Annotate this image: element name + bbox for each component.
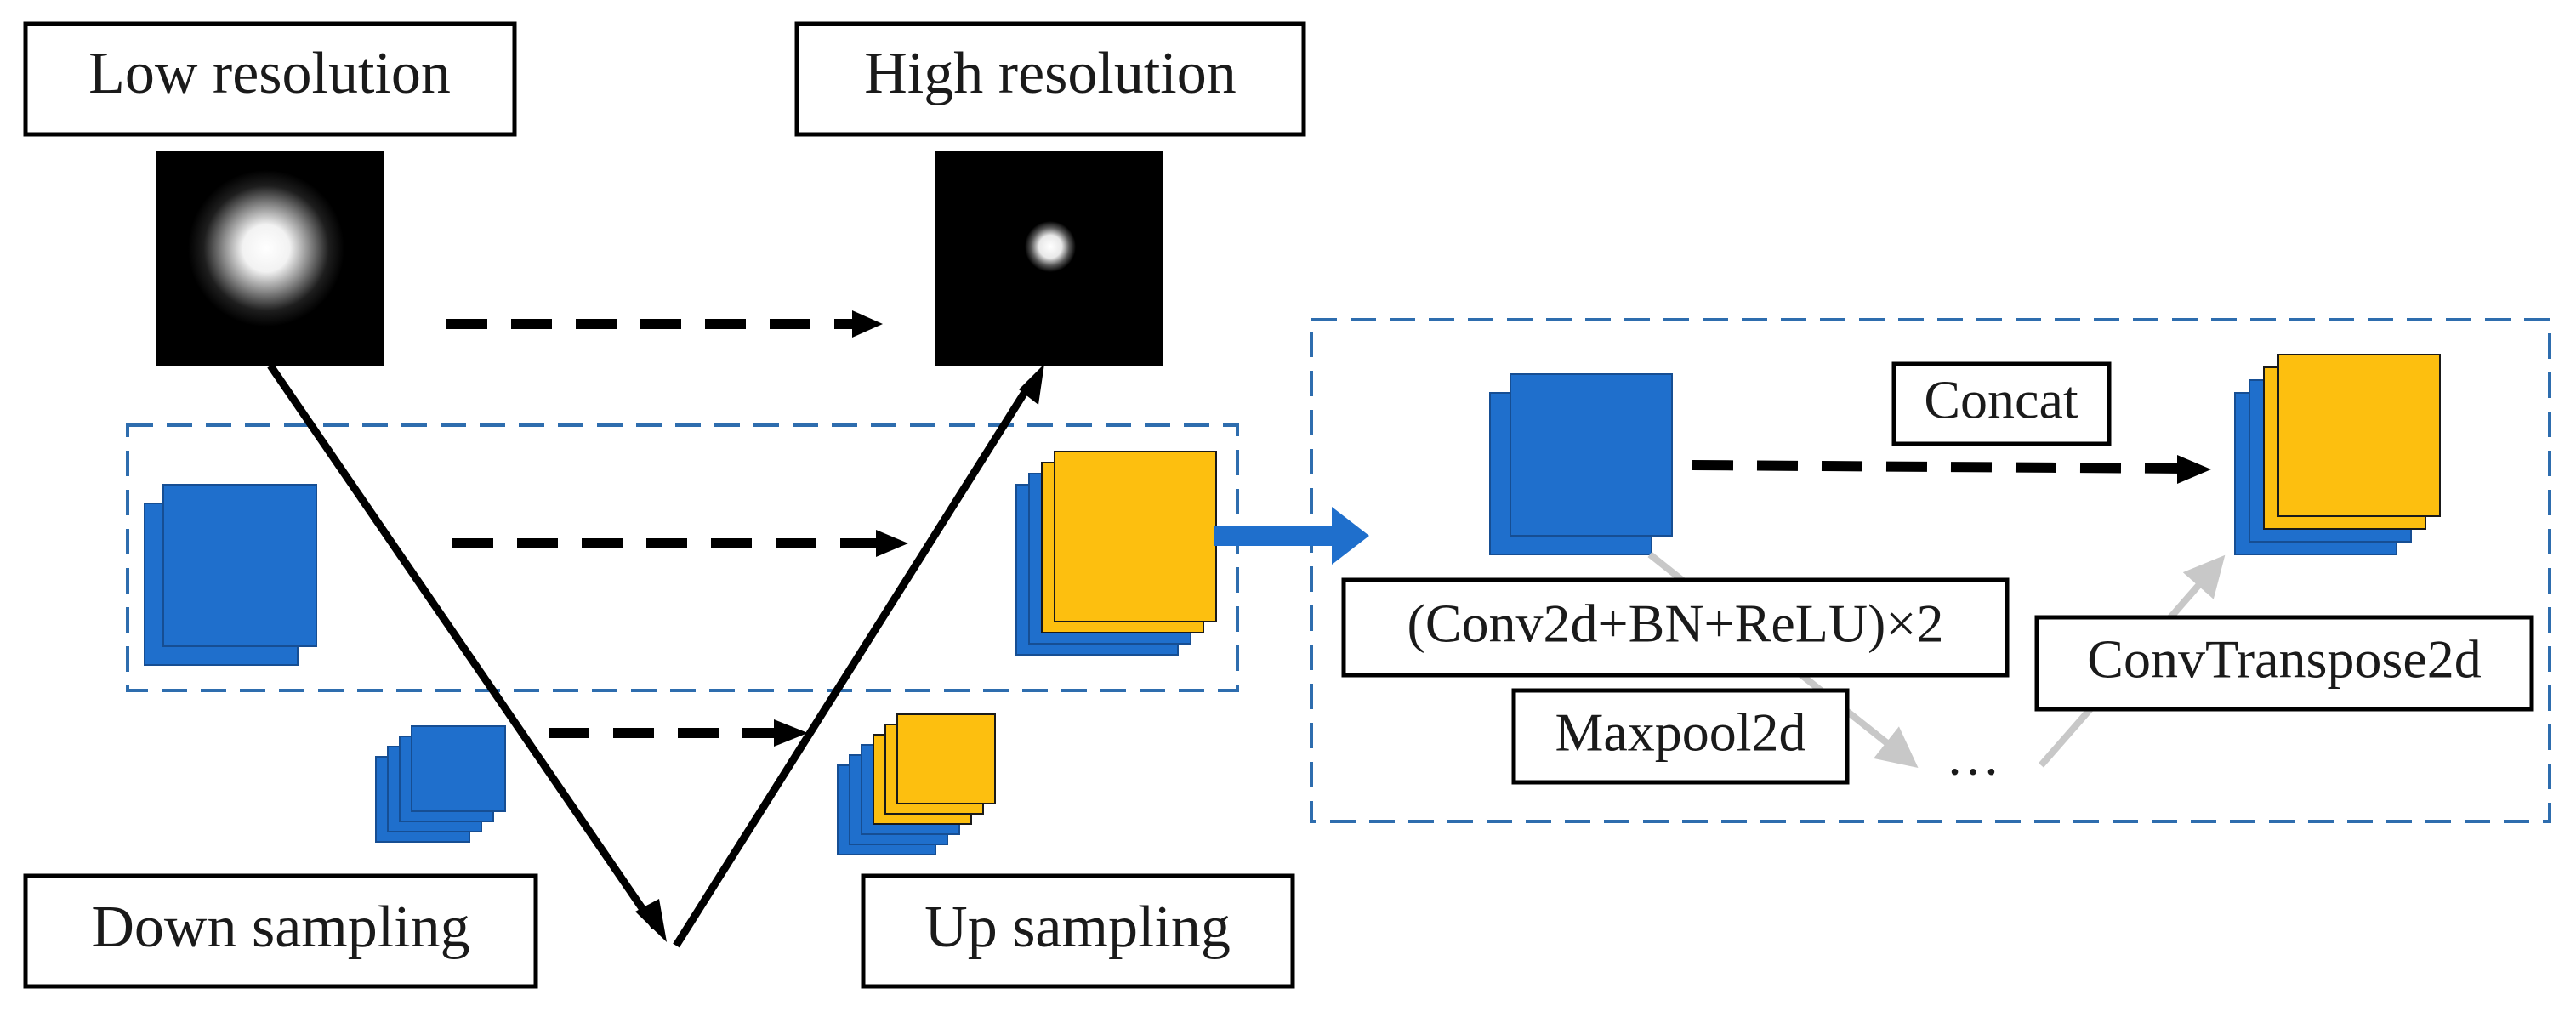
decoder-feature-stack-1 [1015, 451, 1217, 656]
conv-transpose-text: ConvTranspose2d [2087, 629, 2481, 690]
conv-block-label: (Conv2d+BN+ReLU)×2 [1341, 577, 2010, 678]
maxpool-text: Maxpool2d [1555, 702, 1805, 763]
down-sampling-text: Down sampling [91, 895, 469, 960]
down-sampling-label: Down sampling [23, 873, 538, 989]
concat-arrow [1692, 460, 2186, 474]
low-resolution-label: Low resolution [23, 21, 517, 137]
down-sampling-arrowhead [635, 899, 667, 942]
expand-arrow [1214, 507, 1369, 565]
encoder-feature-stack-1 [144, 484, 317, 666]
top-skip-arrowhead [852, 310, 883, 338]
detail-decoder-stack [2234, 354, 2441, 555]
bottom-skip-arrowhead [774, 719, 808, 747]
up-sampling-arrowhead [1019, 364, 1044, 405]
concat-arrowhead [2177, 455, 2211, 484]
high-resolution-label: High resolution [794, 21, 1306, 137]
high-resolution-image [935, 151, 1163, 366]
low-resolution-text: Low resolution [88, 41, 451, 106]
low-resolution-image [156, 151, 384, 366]
conv-transpose-label: ConvTranspose2d [2034, 615, 2534, 712]
conv-block-text: (Conv2d+BN+ReLU)×2 [1407, 594, 1944, 654]
up-sampling-text: Up sampling [924, 895, 1231, 960]
detail-encoder-stack [1489, 373, 1673, 555]
concat-label: Concat [1891, 361, 2112, 446]
middle-skip-arrowhead [876, 530, 908, 557]
down-sampling-path [267, 363, 658, 929]
high-resolution-text: High resolution [864, 41, 1236, 106]
decoder-feature-stack-2 [837, 713, 996, 855]
right-dashed-frame [1310, 318, 2551, 823]
encoder-feature-stack-2 [375, 725, 506, 843]
maxpool-label: Maxpool2d [1511, 688, 1850, 785]
up-sampling-label: Up sampling [861, 873, 1295, 989]
left-dashed-frame [126, 423, 1239, 692]
up-sampling-path [673, 380, 1034, 948]
ellipsis-text: … [1946, 726, 2000, 787]
concat-text: Concat [1924, 370, 2078, 430]
